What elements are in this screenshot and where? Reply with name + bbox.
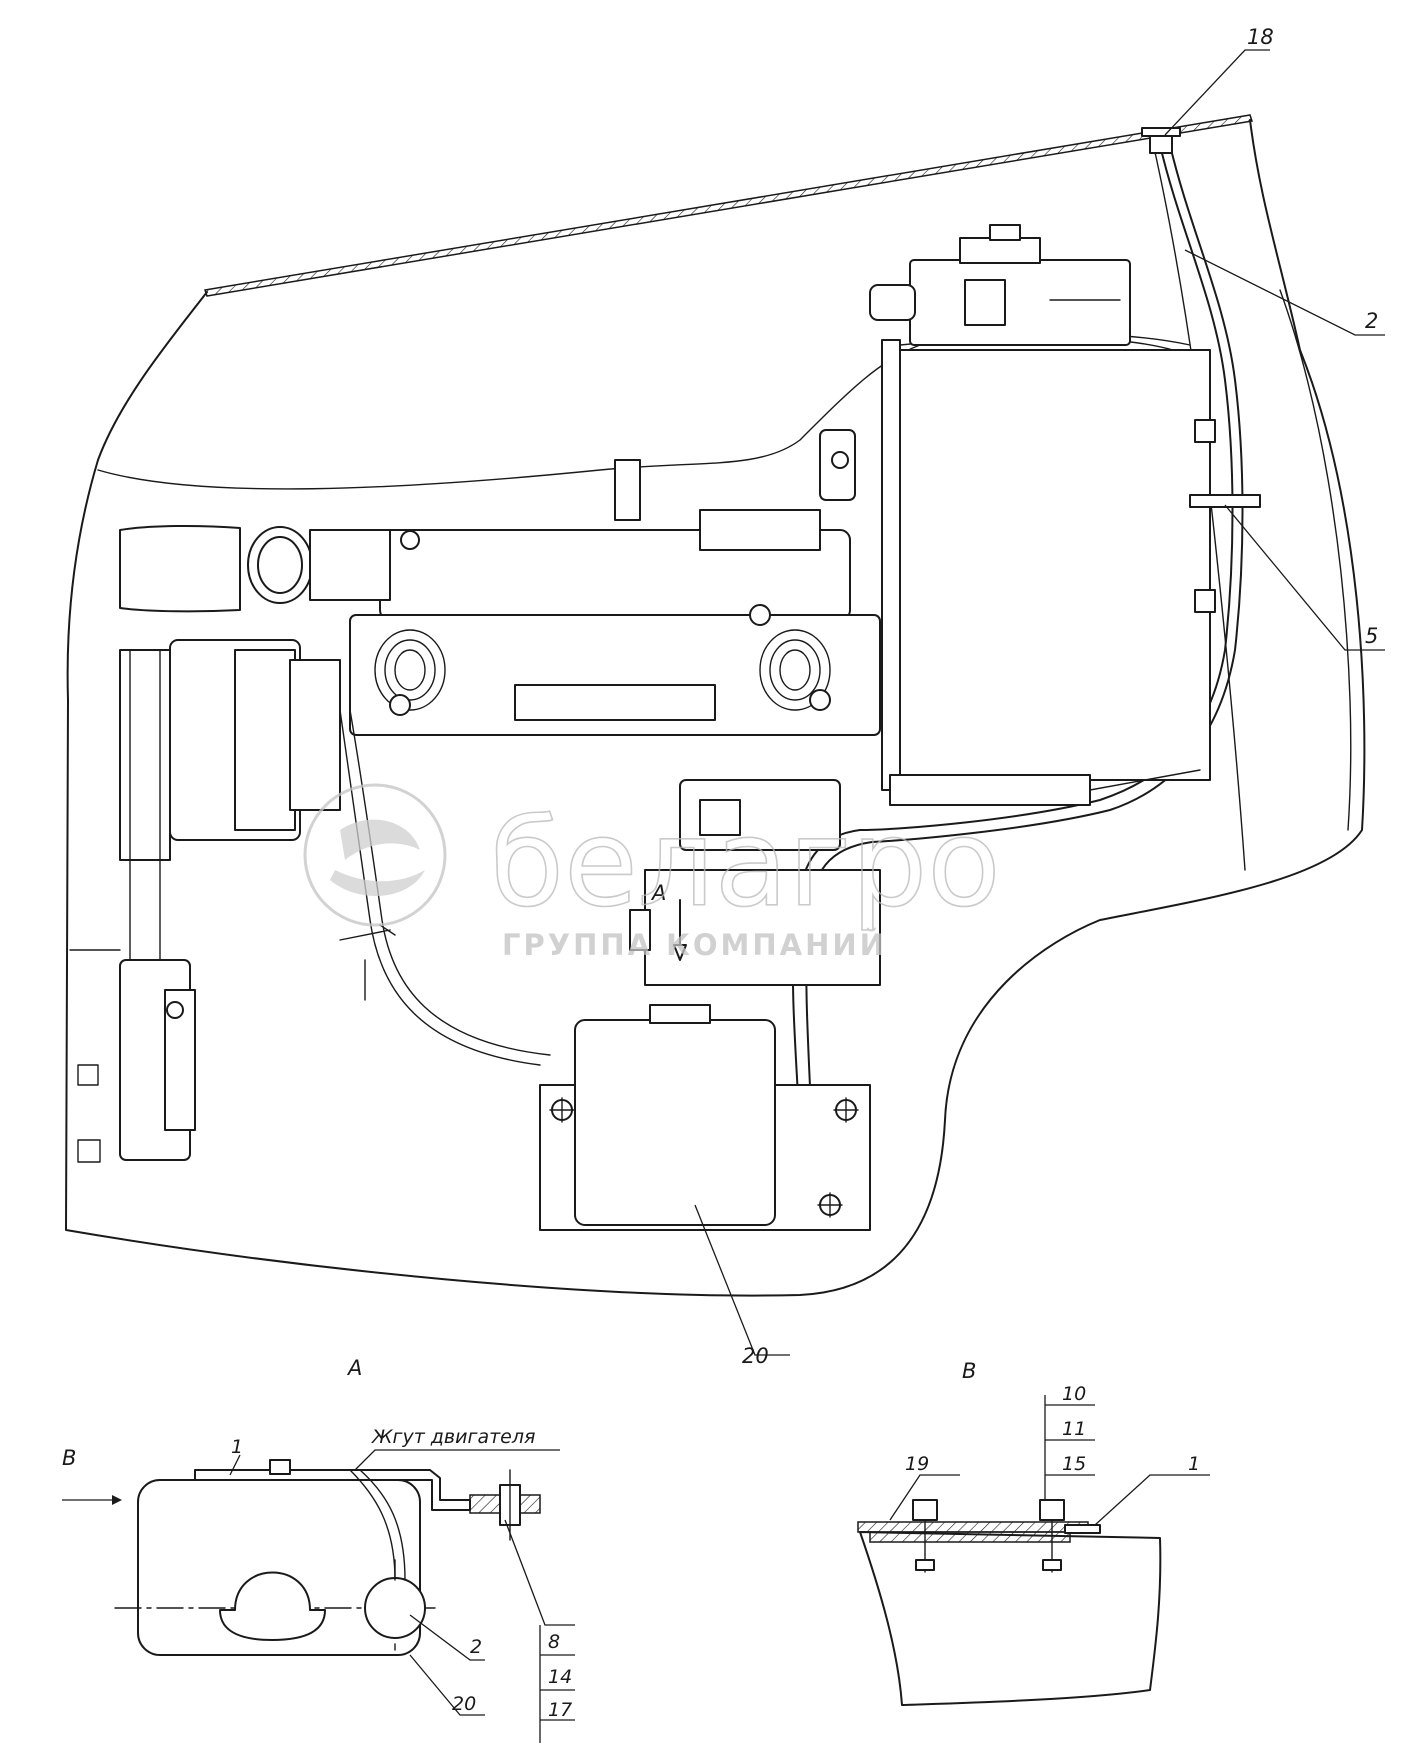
bolt-left — [912, 1499, 938, 1573]
engine-harness-label: Жгут двигателя — [371, 1426, 535, 1448]
inner-contour-2 — [1149, 129, 1246, 871]
probe-wire — [339, 924, 396, 1001]
plate-19 — [857, 1521, 1089, 1533]
inner-contour-3 — [1279, 289, 1352, 831]
b-callout-1: 1 — [1188, 1453, 1200, 1475]
watermark-brand: белагро — [490, 795, 1001, 934]
left-details — [69, 949, 121, 1163]
b-callout-19: 19 — [905, 1453, 929, 1475]
brand-watermark: белагро ГРУППА КОМПАНИЙ — [303, 783, 1002, 962]
compressor — [349, 429, 881, 736]
view-b-direction-label: B — [62, 1446, 76, 1470]
a-callout-14: 14 — [548, 1666, 572, 1688]
battery-box — [869, 224, 1261, 806]
watermark-subtitle: ГРУППА КОМПАНИЙ — [502, 928, 887, 962]
callout-2: 2 — [1365, 309, 1378, 333]
intake-pipe — [119, 524, 391, 613]
callout-18: 18 — [1247, 25, 1274, 49]
filler-cap — [219, 1571, 326, 1641]
callout-5: 5 — [1365, 624, 1378, 648]
b-callout-11: 11 — [1062, 1418, 1086, 1440]
body-contour — [65, 119, 1366, 1297]
main-view: A 18 2 5 20 — [65, 25, 1385, 1368]
bracket-1-end — [1064, 1524, 1101, 1534]
starter-wire — [339, 709, 541, 1066]
starter-block: A — [629, 779, 881, 986]
view-a-title: A — [346, 1356, 362, 1380]
view-b: B 10 11 15 19 1 — [857, 1359, 1210, 1706]
b-callout-15: 15 — [1062, 1453, 1086, 1475]
b-callout-10: 10 — [1062, 1383, 1086, 1405]
bolt-right — [1039, 1499, 1065, 1573]
a-callout-8: 8 — [548, 1631, 560, 1653]
bracket-nut — [269, 1459, 291, 1475]
sender-flange — [364, 1577, 426, 1639]
panel-body — [859, 1531, 1162, 1706]
grommet-18 — [1141, 127, 1181, 154]
leader-lines — [694, 49, 1385, 1356]
a-callout-1: 1 — [231, 1436, 243, 1458]
engine-harness-wire — [349, 1469, 406, 1581]
alternator — [119, 639, 341, 1161]
view-a: A B 1 Жгут двигателя 2 20 8 14 17 — [62, 1356, 575, 1743]
view-b-arrowhead — [112, 1495, 122, 1505]
view-a-arrow-label: A — [650, 881, 666, 905]
starter-wire-2 — [349, 709, 551, 1056]
view-b-title: B — [962, 1359, 976, 1383]
tank-20 — [539, 1004, 871, 1231]
a-callout-20: 20 — [452, 1693, 476, 1715]
a-callout-17: 17 — [548, 1699, 572, 1721]
a-callout-2: 2 — [470, 1636, 482, 1658]
callout-20: 20 — [742, 1344, 769, 1368]
plate-lower — [869, 1531, 1071, 1543]
